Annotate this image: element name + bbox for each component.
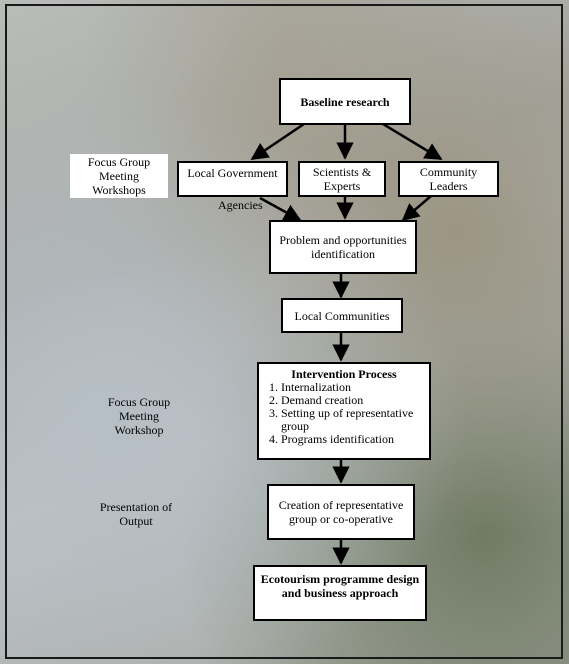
label-focus-group-workshop: Focus Group Meeting Workshop: [107, 395, 171, 437]
node-intervention-process: Intervention Process Internalization Dem…: [257, 362, 431, 460]
label-focus-group-workshops: Focus Group Meeting Workshops: [70, 154, 168, 198]
intervention-step: Internalization: [281, 381, 423, 394]
intervention-step: Setting up of representative group: [281, 407, 423, 433]
node-problem-identification: Problem and opportunities identification: [269, 220, 417, 274]
node-scientists-experts: Scientists & Experts: [298, 161, 386, 197]
node-ecotourism-programme: Ecotourism programme design and business…: [253, 565, 427, 621]
intervention-step: Demand creation: [281, 394, 423, 407]
node-community-leaders: Community Leaders: [398, 161, 499, 197]
node-local-government: Local Government: [177, 161, 288, 197]
node-baseline-research: Baseline research: [279, 78, 411, 125]
intervention-steps: Internalization Demand creation Setting …: [265, 381, 423, 446]
node-creation-representative-group: Creation of representative group or co-o…: [267, 484, 415, 540]
arrow-baseline-to-local-gov: [250, 122, 305, 161]
arrow-baseline-to-community-leaders: [382, 122, 443, 161]
arrow-local-gov-to-problem: [259, 196, 302, 222]
intervention-step: Programs identification: [281, 433, 423, 446]
node-local-government-tail: Agencies: [218, 198, 263, 212]
label-presentation-of-output: Presentation of Output: [99, 500, 173, 528]
arrow-community-leaders-to-problem: [401, 195, 432, 222]
node-local-communities: Local Communities: [281, 298, 403, 333]
intervention-title: Intervention Process: [291, 367, 397, 381]
